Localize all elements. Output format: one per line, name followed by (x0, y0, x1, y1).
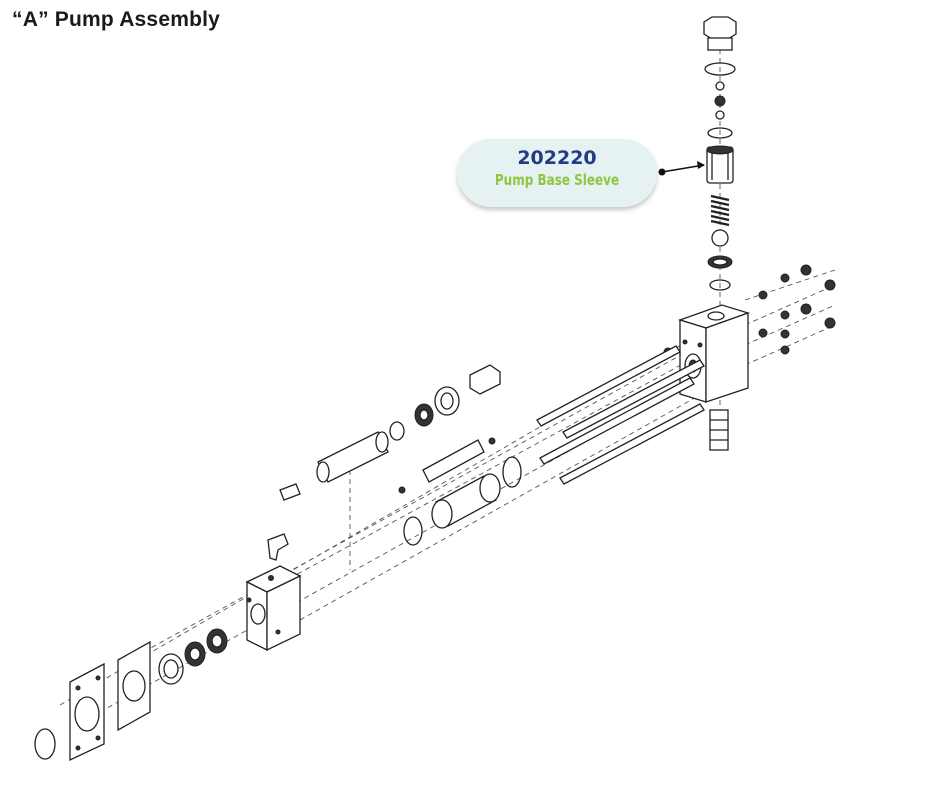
end-flanges (69, 640, 151, 762)
callout-leader (658, 161, 705, 176)
seals-and-packings (158, 628, 228, 685)
part-name-label: Pump Base Sleeve (494, 171, 620, 189)
page-title: “A” Pump Assembly (12, 8, 221, 31)
part-callout: 202220 Pump Base Sleeve (457, 139, 657, 207)
part-number-label: 202220 (517, 147, 597, 169)
left-pump-block (245, 533, 302, 652)
spring (710, 194, 730, 227)
tie-rods (536, 345, 705, 485)
top-valve-stack (703, 16, 737, 291)
tie-rod-nuts (663, 264, 836, 357)
end-o-ring (34, 728, 56, 760)
middle-components (279, 364, 522, 546)
